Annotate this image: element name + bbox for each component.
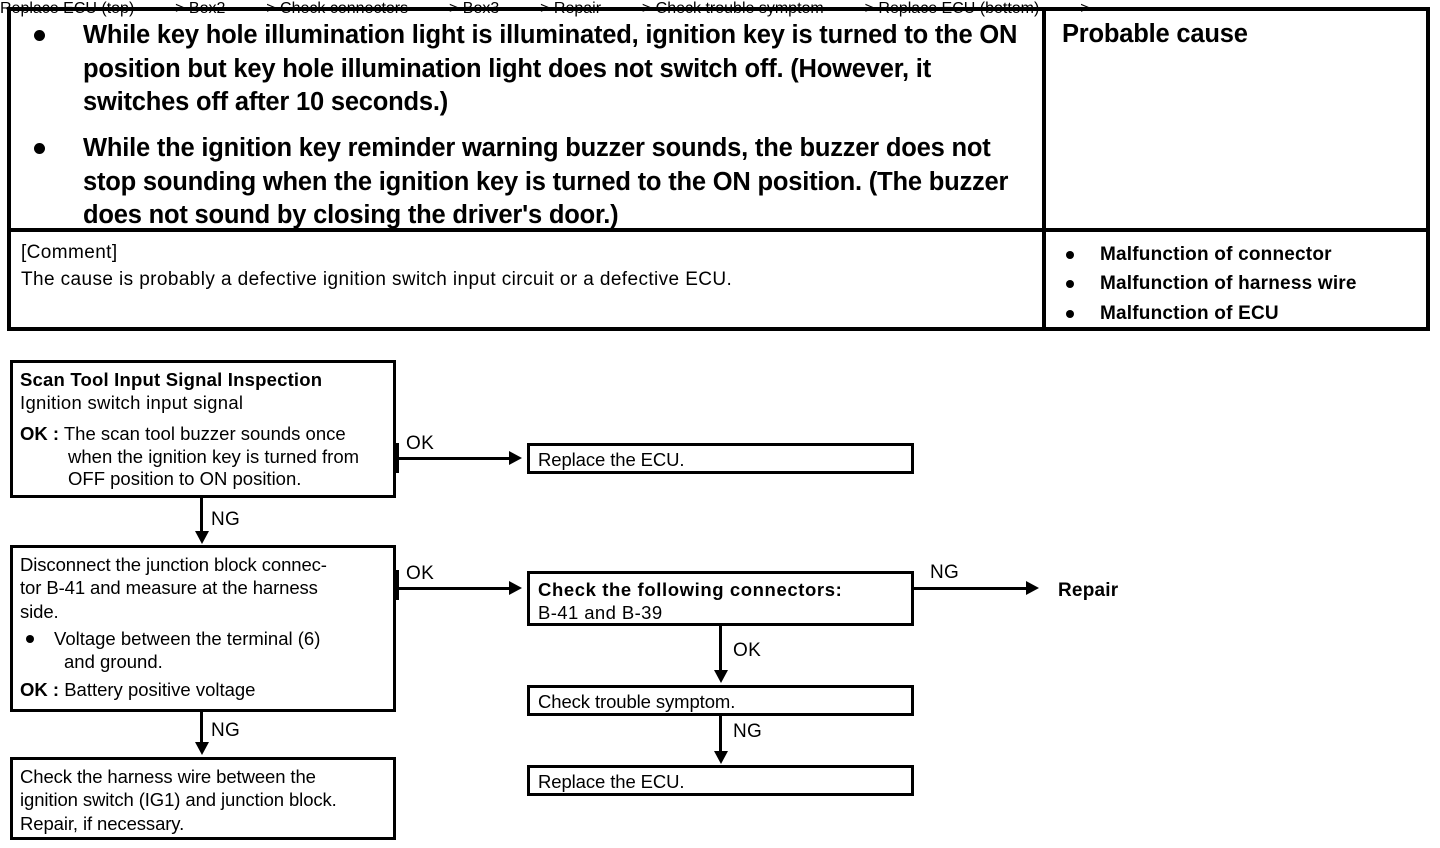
edge-label-symptom-ng: NG [733,721,763,742]
ok-line-3: OFF position to ON position. [68,468,302,490]
flow-terminal-repair: Repair [1058,580,1119,601]
probable-cause-header: Probable cause [1062,20,1248,48]
replace-ecu-text: Replace the ECU. [538,771,685,792]
ok-line-2: when the ignition key is turned from [68,445,360,467]
edge-label-connectors-ng: NG [930,562,960,583]
flow-box-replace-ecu-bottom: Replace the ECU. [527,765,914,796]
disconnect-measurement-item: Voltage between the terminal (6) and gro… [20,627,386,674]
edge-line-disconnect-ok [396,587,513,590]
probable-cause-header-cell: Probable cause [1046,11,1426,228]
check-symptom-text: Check trouble symptom. [538,691,736,712]
arrowhead-icon [1026,581,1039,595]
disconnect-line-1: Disconnect the junction block connec- [20,554,327,575]
probable-cause-list-cell: Malfunction of connector Malfunction of … [1046,232,1426,327]
disconnect-ok-criteria: OK : Battery positive voltage [20,679,386,701]
edge-line-scan-ng [200,498,203,533]
comment-label: [Comment] [21,242,118,263]
ok-line-1: The scan tool buzzer sounds once [63,423,346,445]
list-item: Malfunction of harness wire [1062,269,1416,298]
comment-cell: [Comment] The cause is probably a defect… [11,232,1046,327]
list-item: While key hole illumination light is ill… [21,19,1032,120]
replace-ecu-text: Replace the ECU. [538,449,685,470]
edge-label-scan-ok: OK [406,433,435,454]
arrowhead-icon [195,742,209,755]
symptom-text: While the ignition key reminder warning … [83,133,1009,230]
bullet-icon [34,142,45,154]
comment-row: [Comment] The cause is probably a defect… [11,228,1426,327]
cause-text: Malfunction of ECU [1100,302,1279,324]
arrowhead-icon [714,751,728,764]
list-item: While the ignition key reminder warning … [21,132,1032,233]
list-item: Malfunction of connector [1062,240,1416,269]
symptom-probable-cause-table: While key hole illumination light is ill… [7,7,1430,331]
cause-text: Malfunction of connector [1100,244,1332,265]
check-connectors-line-1: Check the following connectors: [538,579,843,600]
measurement-line-1: Voltage between the terminal (6) [54,627,321,649]
flow-box-replace-ecu-top: Replace the ECU. [527,443,914,474]
edge-line-connectors-ok [719,626,722,672]
edge-line-connectors-ng [914,587,1030,590]
symptom-row: While key hole illumination light is ill… [11,11,1426,229]
arrowhead-icon [195,531,209,544]
harness-line-1: Check the harness wire between the [20,766,316,787]
edge-label-disconnect-ok: OK [406,563,435,584]
arrowhead-icon [714,670,728,683]
edge-line-disconnect-ng [200,712,203,744]
bullet-icon [34,30,45,41]
flow-box-check-connectors: Check the following connectors: B-41 and… [527,571,914,626]
flow-box-disconnect-junction-block: Disconnect the junction block connec- to… [10,545,396,712]
measurement-line-2: and ground. [64,651,163,673]
symptom-cell: While key hole illumination light is ill… [11,11,1046,229]
disconnect-line-2: tor B-41 and measure at the harness [20,577,318,599]
bullet-icon [1066,280,1074,289]
symptom-list: While key hole illumination light is ill… [21,19,1032,233]
scan-tool-subheader: Ignition switch input signal [20,392,244,414]
harness-line-3: Repair, if necessary. [20,812,185,834]
bullet-icon [1066,309,1074,318]
harness-line-2: ignition switch (IG1) and junction block… [20,789,337,811]
ok-label: OK : [20,423,60,445]
check-connectors-line-2: B-41 and B-39 [538,602,663,624]
edge-line-scan-ok [396,457,513,460]
scan-tool-header: Scan Tool Input Signal Inspection [20,369,323,390]
disconnect-line-3: side. [20,600,59,622]
flow-box-check-trouble-symptom: Check trouble symptom. [527,685,914,716]
edge-label-scan-ng: NG [211,509,241,530]
cause-text: Malfunction of harness wire [1100,273,1357,295]
arrowhead-icon [509,451,522,465]
edge-line-disconnect-ok-stub [396,570,399,600]
flow-box-check-harness-wire: Check the harness wire between the ignit… [10,757,396,840]
symptom-text: While key hole illumination light is ill… [83,21,1018,117]
bullet-icon [1066,251,1074,259]
edge-line-symptom-ng [719,716,722,754]
ok-label: OK : [20,679,60,701]
comment-text: The cause is probably a defective igniti… [21,268,733,290]
list-item: Malfunction of ECU [1062,299,1416,328]
edge-label-disconnect-ng: NG [211,720,241,741]
bullet-icon [26,634,34,643]
ok-text: Battery positive voltage [64,679,256,701]
edge-label-connectors-ok: OK [733,640,762,661]
flow-box-scan-tool-inspection: Scan Tool Input Signal Inspection Igniti… [10,360,396,498]
scan-tool-ok-criteria: OK : The scan tool buzzer sounds once wh… [20,423,386,491]
arrowhead-icon [509,581,522,595]
probable-cause-list: Malfunction of connector Malfunction of … [1062,240,1416,328]
